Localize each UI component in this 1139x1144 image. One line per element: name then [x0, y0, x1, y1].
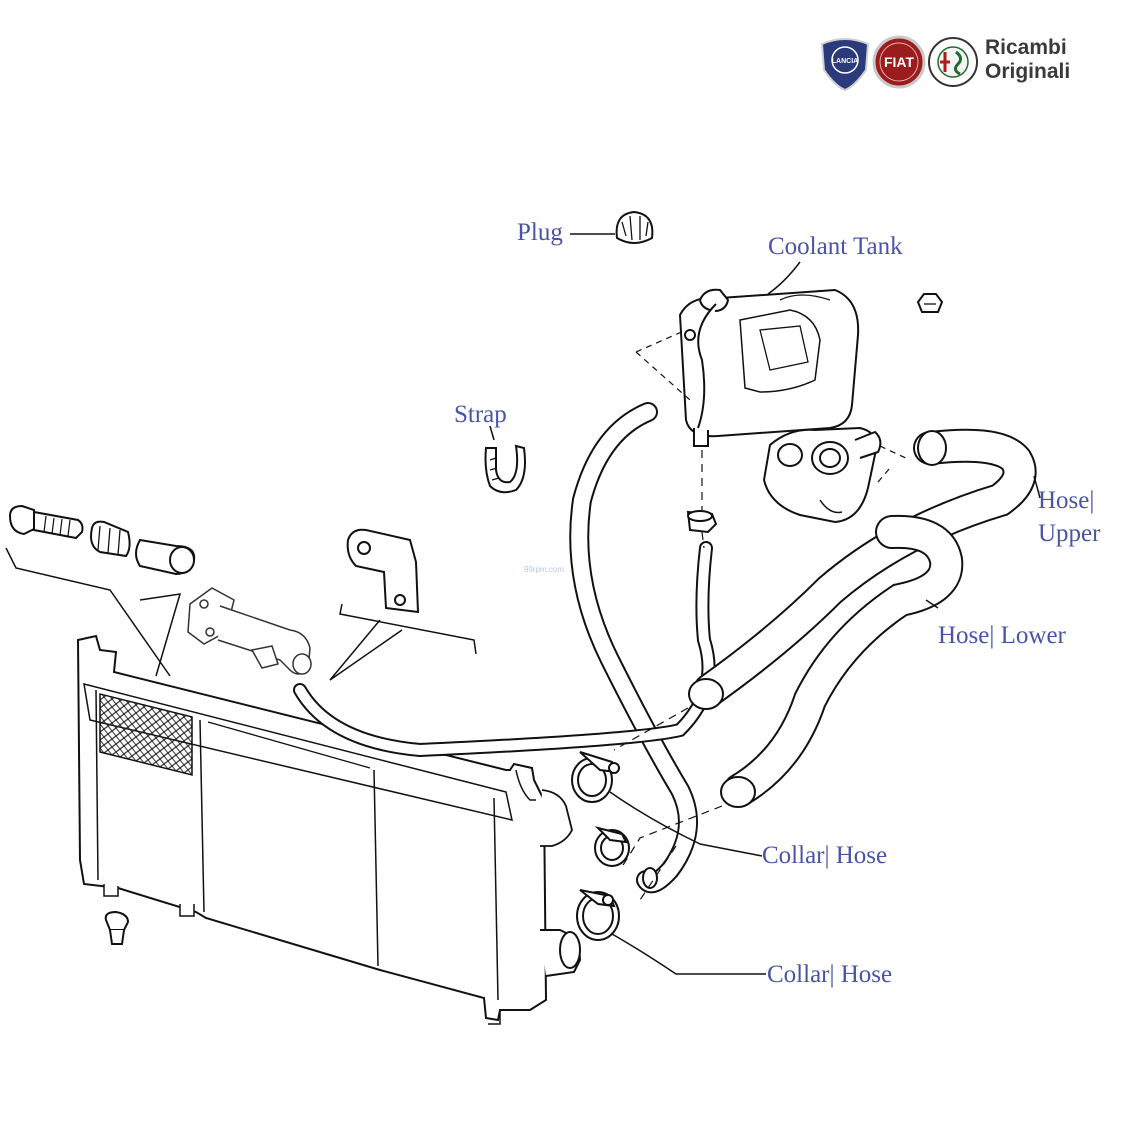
strap-leader-line [489, 425, 495, 441]
hose-upper-leader-line [1033, 475, 1041, 499]
strap-part [484, 444, 526, 494]
thermostat-dashes [877, 445, 911, 483]
coolant-tank-leader-line [767, 261, 801, 295]
bolt-part [8, 504, 84, 540]
plug-part [615, 210, 654, 244]
hose-upper-label-line-2: Upper [1038, 520, 1101, 547]
hose-alignment-dashes [613, 707, 723, 901]
spacer-part [135, 538, 196, 576]
lancia-logo: LANCIA [820, 38, 870, 92]
tank-to-clip-dashes [701, 450, 705, 549]
brand-line-1: Ricambi [985, 36, 1067, 59]
brand-text: Ricambi Originali [985, 36, 1070, 84]
pipe-flange-part [187, 587, 312, 675]
bracket-pointer-lines [329, 603, 477, 681]
coolant-tank-label: Coolant Tank [768, 233, 903, 260]
hose-upper-label-line-1: Hose| [1038, 487, 1095, 514]
hose-clamp-middle [594, 826, 630, 867]
bracket-part [346, 528, 420, 614]
tank-cap-dashes [635, 329, 691, 401]
watermark-text: 99rpm.com [524, 565, 564, 574]
svg-text:LANCIA: LANCIA [832, 58, 858, 65]
drain-plug-part [104, 910, 130, 945]
alfa-romeo-logo [928, 37, 978, 87]
strap-label: Strap [454, 401, 507, 428]
hose-clamp-upper [571, 751, 620, 803]
plug-label: Plug [517, 219, 563, 246]
coolant-tank-part [678, 288, 860, 447]
radiator-part [76, 634, 582, 1025]
collar-hose-label-2: Collar| Hose [767, 961, 893, 988]
hose-clamp-lower [576, 889, 620, 941]
bolt-pointer-lines [5, 547, 182, 677]
hose-lower-leader-line [925, 599, 939, 609]
hose-lower-label: Hose| Lower [938, 622, 1066, 649]
small-clip-part [686, 510, 718, 534]
collar-hose-1-leader-line [609, 791, 763, 857]
collar-hose-2-leader-line [611, 933, 766, 975]
brand-line-2: Originali [985, 60, 1071, 83]
bushing-part [90, 520, 131, 558]
svg-text:FIAT: FIAT [884, 54, 915, 70]
fiat-logo: FIAT [872, 35, 926, 89]
thermostat-housing-part [762, 426, 882, 524]
collar-hose-label-1: Collar| Hose [762, 842, 888, 869]
nut-part [916, 293, 944, 313]
